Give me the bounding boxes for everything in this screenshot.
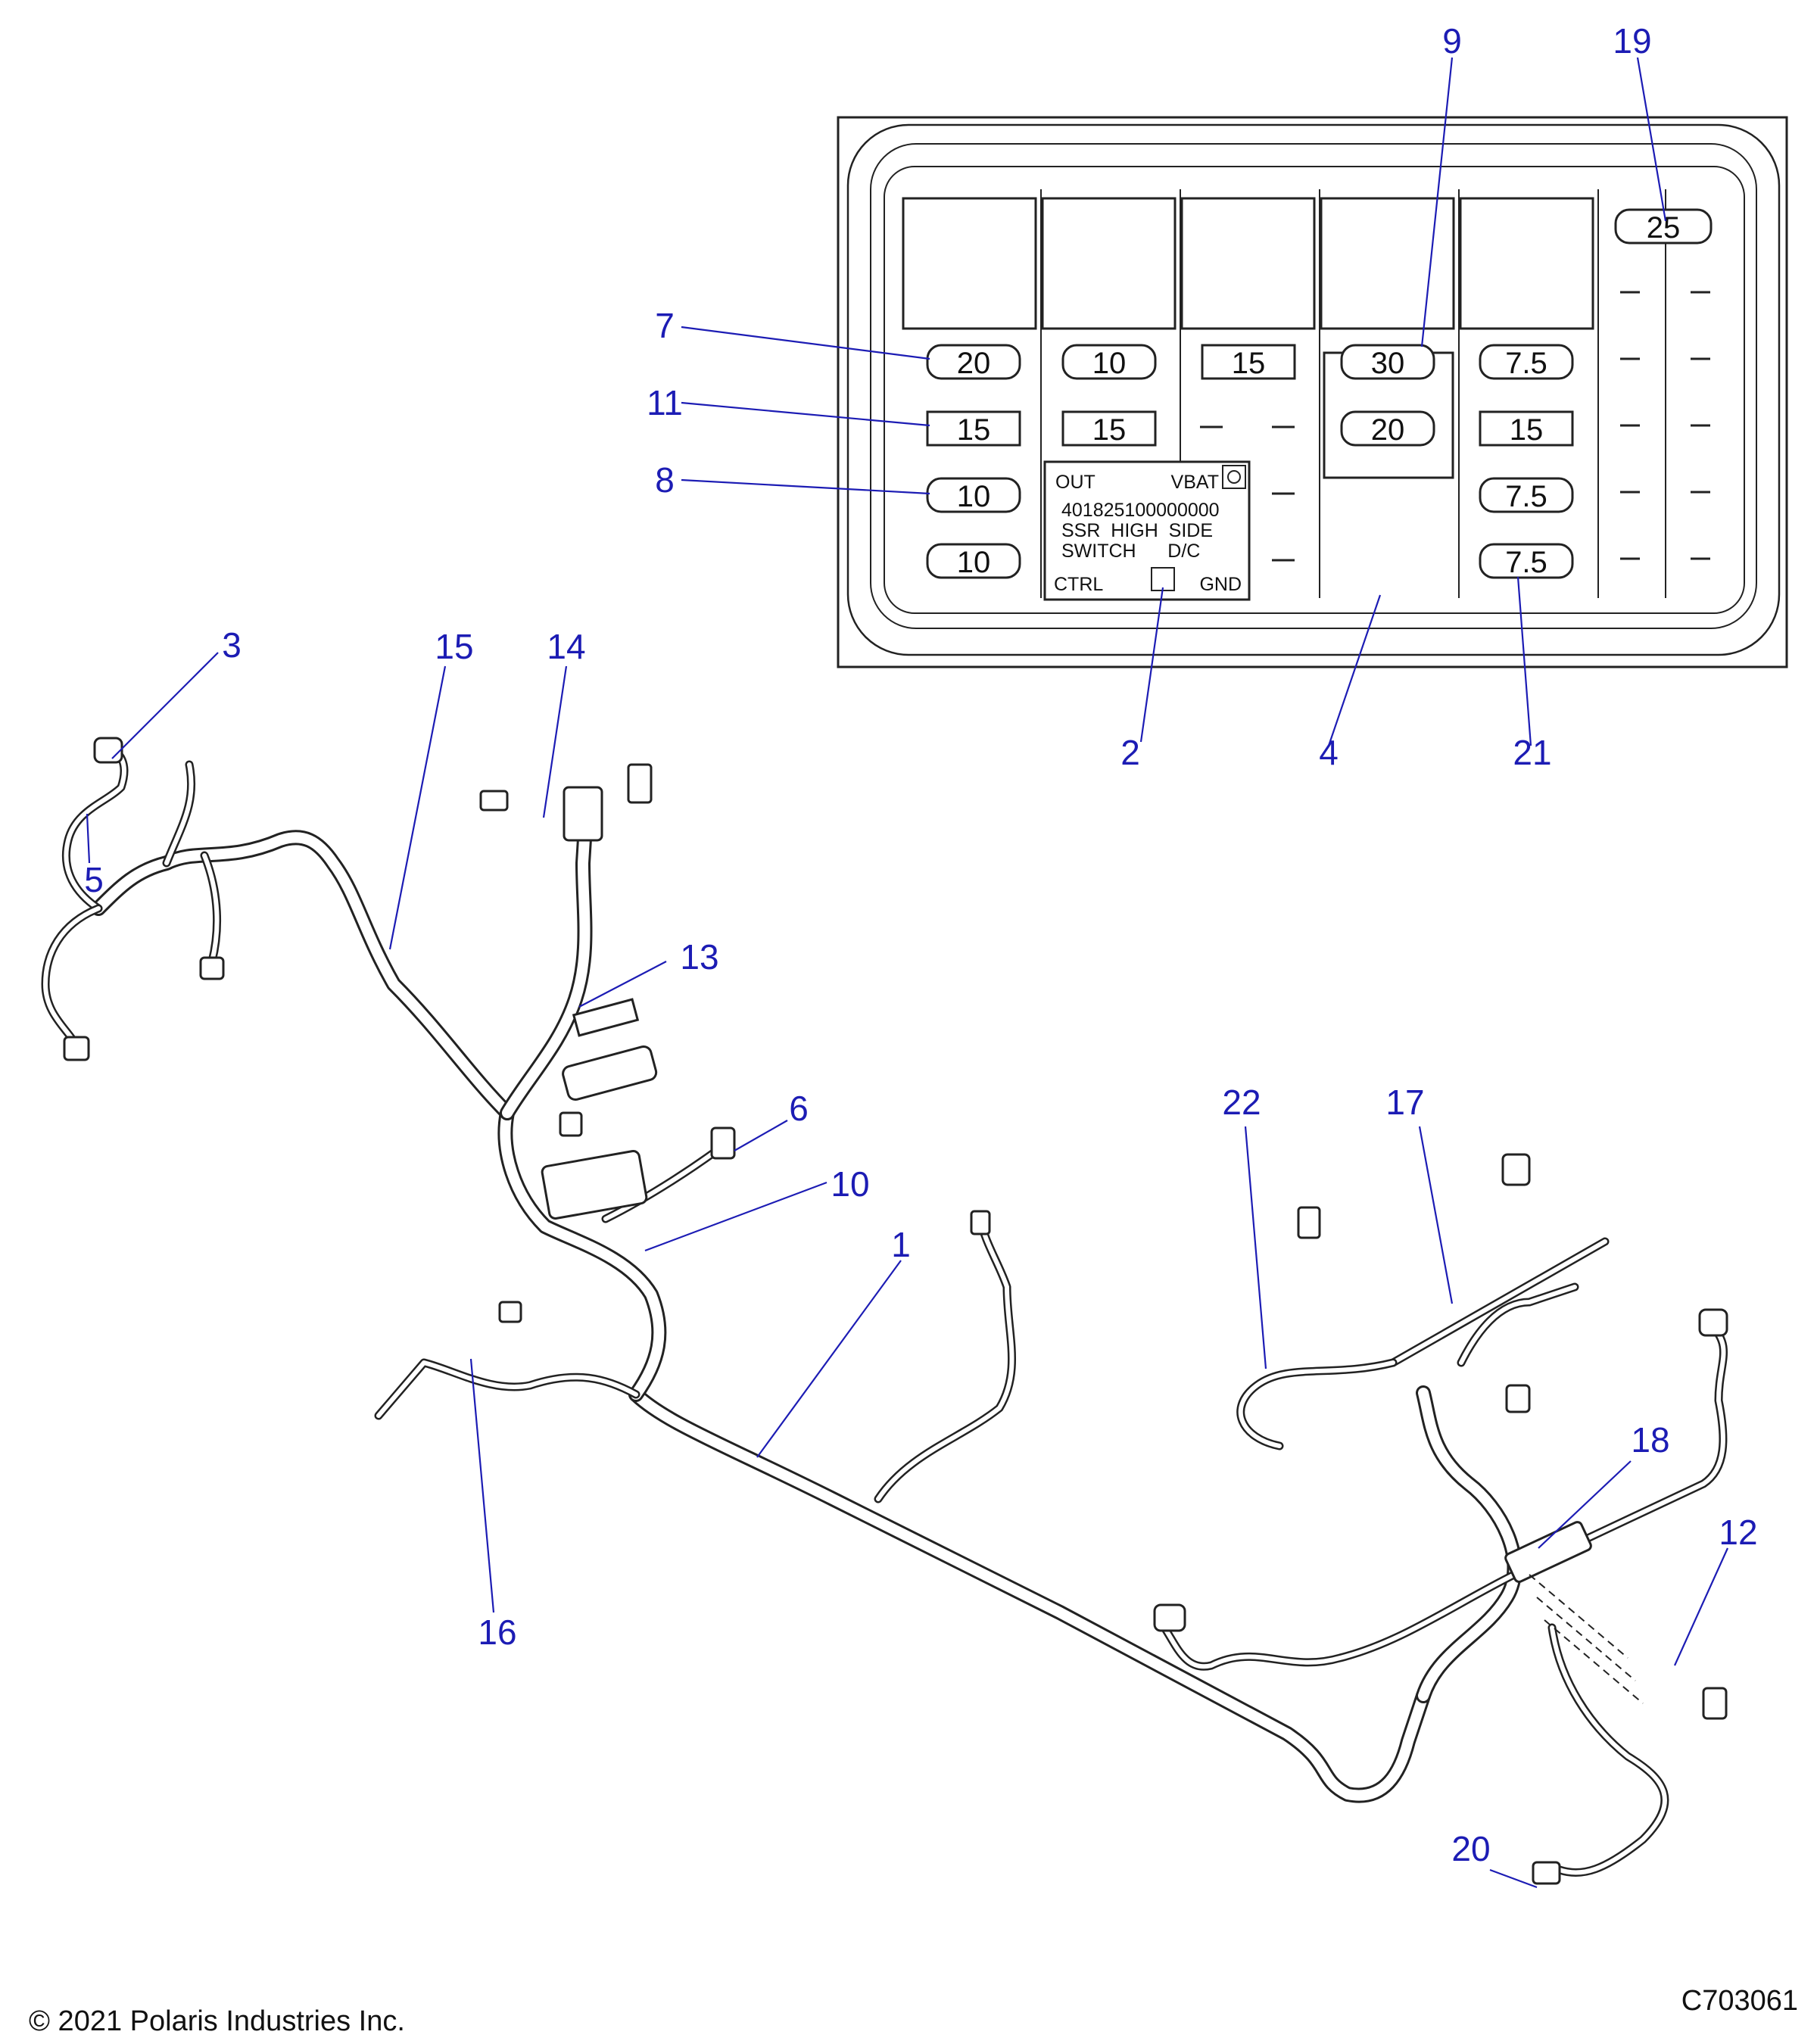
callout-3: 3: [222, 625, 242, 665]
connector-right-d: [1153, 1603, 1186, 1632]
callout-19: 19: [1613, 21, 1651, 61]
ssr-module: OUT VBAT 401825100000000 SSR HIGH SIDE S…: [1043, 460, 1251, 601]
copyright-notice: © 2021 Polaris Industries Inc.: [29, 2005, 405, 2037]
callout-13: 13: [680, 937, 718, 977]
ssr-part-number: 401825100000000: [1061, 500, 1220, 521]
fuse-r1-c2: 10: [1092, 347, 1127, 380]
ssr-out-label: OUT: [1055, 472, 1095, 493]
fuse-r1-c4: 30: [1371, 347, 1405, 380]
callout-14: 14: [547, 627, 585, 666]
fuse-r4-c1: 10: [957, 546, 991, 579]
connector-20: [1532, 1861, 1561, 1885]
connector-right-b: [1505, 1384, 1531, 1413]
mount-bracket-18: [1504, 1521, 1592, 1583]
connector-right-e: [1702, 1687, 1728, 1720]
fuse-r1-c1: 20: [957, 347, 991, 380]
ssr-line2: SWITCH D/C: [1061, 541, 1200, 562]
figure-code: C703061: [1681, 1985, 1798, 2017]
ssr-gnd-label: GND: [1199, 574, 1242, 595]
callout-10: 10: [831, 1164, 869, 1204]
label-13: [572, 998, 640, 1037]
relay-module-13: [562, 1045, 658, 1101]
callout-6: 6: [789, 1089, 809, 1128]
connector-14: [563, 786, 603, 842]
callout-11: 11: [647, 383, 683, 422]
callout-12: 12: [1719, 1513, 1757, 1552]
main-harness: [41, 745, 1728, 1877]
connector-left-a: [93, 737, 123, 764]
connector-right-c: [1698, 1308, 1728, 1337]
connector-6: [710, 1126, 736, 1160]
connector-upper-mid: [970, 1210, 991, 1235]
fuse-top-right: 25: [1647, 211, 1681, 245]
connector-left-c: [199, 956, 225, 980]
callout-22: 22: [1222, 1083, 1261, 1122]
callout-1: 1: [891, 1225, 911, 1264]
callout-20: 20: [1451, 1829, 1490, 1868]
fuse-r4-c5: 7.5: [1505, 546, 1547, 579]
relay-1: [902, 197, 1037, 330]
callout-2: 2: [1120, 733, 1140, 772]
fuse-r3-c1: 10: [957, 480, 991, 513]
connector-14b: [627, 763, 653, 804]
relay-2: [1041, 197, 1177, 330]
callout-5: 5: [84, 860, 104, 899]
connector-right-a: [1501, 1153, 1531, 1186]
fuse-r3-c5: 7.5: [1505, 480, 1547, 513]
fuse-box-inset: 20 10 15 30 7.5 15 15 20 15 10 7.5 10 7.…: [837, 116, 1788, 668]
callout-labels: 1 2 3 4 5 6 7 8 9 10 11 12 13 14 15 16 1…: [84, 21, 1757, 1868]
connector-14c: [479, 790, 509, 812]
harness-connectors: [63, 737, 1728, 1885]
leader-lines: [86, 57, 1729, 1889]
callout-16: 16: [478, 1612, 516, 1652]
callout-15: 15: [435, 627, 473, 666]
callout-17: 17: [1385, 1083, 1424, 1122]
fuse-r1-c5: 7.5: [1505, 347, 1547, 380]
ssr-line1: SSR HIGH SIDE: [1061, 520, 1213, 541]
fuse-r2-c1: 15: [957, 413, 991, 447]
fuse-r2-c5: 15: [1510, 413, 1544, 447]
fuse-r1-c3: 15: [1232, 347, 1266, 380]
connector-left-b: [63, 1036, 90, 1061]
fuse-r2-c4: 20: [1371, 413, 1405, 447]
relay-3: [1180, 197, 1316, 330]
relay-4: [1320, 197, 1455, 330]
callout-18: 18: [1631, 1420, 1669, 1460]
callout-4: 4: [1319, 733, 1339, 772]
callout-8: 8: [655, 460, 675, 500]
callout-9: 9: [1442, 21, 1462, 61]
connector-16: [498, 1301, 522, 1323]
ssr-ctrl-label: CTRL: [1054, 574, 1103, 595]
fuse-r2-c2: 15: [1092, 413, 1127, 447]
callout-21: 21: [1513, 733, 1551, 772]
connector-22: [1297, 1206, 1321, 1239]
relay-5: [1459, 197, 1594, 330]
center-fuse-block: [541, 1150, 648, 1220]
ssr-vbat-label: VBAT: [1171, 472, 1219, 493]
callout-7: 7: [655, 306, 675, 345]
connector-end-15: [559, 1111, 583, 1137]
